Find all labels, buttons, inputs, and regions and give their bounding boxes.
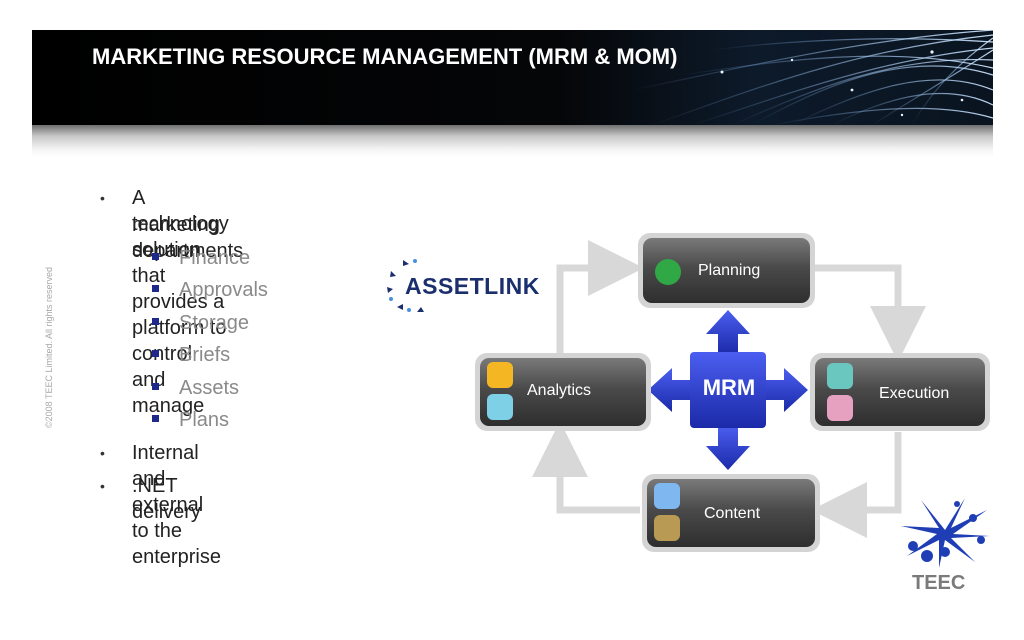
square-bullet-icon [152,383,159,390]
clock-chart-icon [487,362,513,388]
analytics-label: Analytics [527,382,592,399]
sub-bullet-text: Assets [179,377,240,399]
planning-label: Planning [698,262,761,279]
calendar-grid-icon [487,394,513,420]
grid-tiles-icon [654,483,680,509]
sub-bullet-item: Plans [152,407,230,433]
square-bullet-icon [152,415,159,422]
copyright-text: ©2008 TEEC Limited. All rights reserved [44,266,54,428]
sub-bullet-item: Storage [152,310,250,336]
bullet-item: • A technology solution that provides a … [100,185,229,419]
bullet-dot: • [100,190,105,206]
bullet-item: • Internal and external to the enterpris… [100,440,221,570]
sub-bullet-item: Finance [152,245,251,271]
assetlink-logo: ASSETLINK [383,255,539,317]
teec-starburst-icon [901,498,990,568]
planning-node: Planning [638,233,815,308]
sub-bullet-text: Storage [179,312,250,334]
teec-logo: TEEC [895,490,995,600]
content-label: Content [704,505,761,522]
banner-shadow [32,125,993,157]
bullet-dot: • [100,445,105,461]
notepad-icon [827,395,853,421]
sub-bullet-text: Finance [179,247,251,269]
bullet-text: Internal and external to the enterprise [132,442,221,568]
cycle-arrows [532,240,926,538]
bullet-text: A technology solution that provides a pl… [132,187,229,417]
square-bullet-icon [152,285,159,292]
sub-bullet-text: Plans [179,409,230,431]
sub-bullet-item: Assets [152,375,240,401]
sub-bullet-item: Approvals [152,277,268,303]
mrm-cycle-diagram: MRM Planning Analytics Execution Content [470,230,990,555]
square-bullet-icon [152,253,159,260]
bullet-text: .NET delivery [132,475,201,523]
org-chart-icon [827,363,853,389]
sub-bullet-text: Approvals [179,279,268,301]
window-icon [654,515,680,541]
title-banner: MARKETING RESOURCE MANAGEMENT (MRM & MOM… [32,30,993,125]
mrm-cross-shape [648,310,808,470]
bullet-item: • .NET delivery [100,473,201,525]
mrm-center-label: MRM [702,375,756,400]
assetlink-swirl-icon [387,259,424,312]
square-bullet-icon [152,350,159,357]
square-bullet-icon [152,318,159,325]
sub-bullet-item: Briefs [152,342,231,368]
execution-node: Execution [810,353,990,431]
assetlink-wordmark: ASSETLINK [405,273,540,299]
bullet-text-continued: marketing departments [132,212,243,264]
planning-icon [655,259,681,285]
slide-title: MARKETING RESOURCE MANAGEMENT (MRM & MOM… [92,44,678,69]
execution-label: Execution [879,385,950,402]
teec-wordmark: TEEC [912,572,966,594]
sub-bullet-text: Briefs [179,344,231,366]
analytics-node: Analytics [475,353,651,431]
bullet-text: marketing departments [132,214,244,262]
content-node: Content [642,474,820,552]
fiber-optic-graphic [631,30,993,125]
bullet-dot: • [100,478,105,494]
